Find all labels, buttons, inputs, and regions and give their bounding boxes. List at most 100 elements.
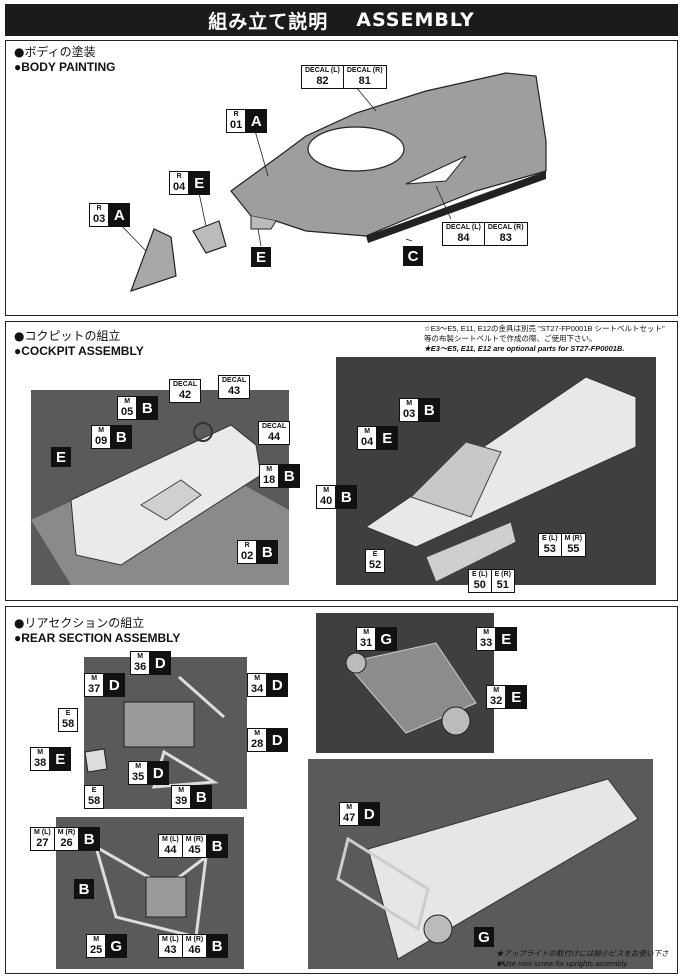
body-drawing xyxy=(116,72,547,292)
tag-num: 04 xyxy=(173,181,186,193)
tag-letter: D xyxy=(267,729,288,751)
tag-num: 02 xyxy=(241,550,254,562)
tag-num: 28 xyxy=(251,738,264,750)
tag-num: 52 xyxy=(369,559,382,571)
tag-num: 34 xyxy=(251,683,264,695)
box-b-rear: B xyxy=(74,879,94,899)
decal-84: 84 xyxy=(457,232,470,244)
tag-num: 39 xyxy=(175,795,188,807)
tag-e53-m55: E (L)53 M (R)55 xyxy=(538,533,587,557)
body-painting-title: ●ボディの塗装 ●BODY PAINTING xyxy=(14,45,115,75)
tag-letter: D xyxy=(150,652,171,674)
tag-letter: A xyxy=(109,204,130,226)
tag-letter: B xyxy=(207,835,228,857)
cockpit-left-drawing xyxy=(31,422,289,585)
rear-foot-en: ★Use mini screw for uprights assembly. xyxy=(496,959,629,968)
tag-sub: R xyxy=(176,173,182,180)
tag-sub: E xyxy=(91,787,97,794)
tag-num: 43 xyxy=(164,944,177,956)
body-painting-title-en: ●BODY PAINTING xyxy=(14,60,116,74)
cockpit-opening xyxy=(307,126,405,172)
box-e-cockpit: E xyxy=(51,447,71,467)
tag-num: 46 xyxy=(188,944,201,956)
gearbox-drawing xyxy=(123,675,225,789)
tag-sub: M xyxy=(254,675,261,682)
tag-e50-51: E (L)50 E (R)51 xyxy=(468,569,515,593)
tag-sub: M xyxy=(124,398,131,405)
body-painting-section: ●ボディの塗装 ●BODY PAINTING DECAL (L)82 DECAL… xyxy=(5,40,678,316)
suspension-drawing xyxy=(93,843,208,939)
tag-sub: M xyxy=(91,675,98,682)
tag-num: 44 xyxy=(164,844,177,856)
tag-num: 05 xyxy=(121,406,134,418)
tag-letter: B xyxy=(336,486,357,508)
decal-83: 83 xyxy=(499,232,512,244)
tag-num: 43 xyxy=(227,385,241,397)
tag-sub: M (R) xyxy=(57,829,76,836)
tag-num: 38 xyxy=(34,757,47,769)
tag-num: 58 xyxy=(88,795,101,807)
tag-num: 18 xyxy=(263,474,276,486)
tag-sub: M xyxy=(266,466,273,473)
tag-sub: M xyxy=(37,749,44,756)
tag-sub: M xyxy=(346,804,353,811)
tag-num: 45 xyxy=(188,844,201,856)
tag-sub: M (R) xyxy=(564,535,583,542)
tag-letter: E xyxy=(50,748,71,770)
tag-letter: B xyxy=(279,465,300,487)
side-intake xyxy=(405,155,467,185)
tag-letter: B xyxy=(419,399,440,421)
cockpit-section: ●コクピットの組立 ●COCKPIT ASSEMBLY ☆E3～E5, E11,… xyxy=(5,321,678,601)
tag-letter: E xyxy=(377,427,398,449)
tag-sub: E xyxy=(372,551,378,558)
box-c: C xyxy=(403,246,423,266)
tag-num: 36 xyxy=(134,661,147,673)
tag-sub: M xyxy=(364,428,371,435)
tag-sub: M (L) xyxy=(34,829,51,836)
tag-sub: DECAL xyxy=(222,377,247,384)
tag-m43-46-b: M (L)43 M (R)46 B xyxy=(158,934,229,958)
tag-letter: A xyxy=(246,110,267,132)
tag-sub: M xyxy=(483,629,490,636)
tag-m27-26-b: M (L)27 M (R)26 B xyxy=(30,827,101,851)
tag-sub: M xyxy=(323,487,330,494)
tag-sub: DECAL xyxy=(262,423,287,430)
tag-letter: D xyxy=(267,674,288,696)
cockpit-title-en: ●COCKPIT ASSEMBLY xyxy=(14,344,144,358)
tag-num: 04 xyxy=(361,436,374,448)
header-title-en: ASSEMBLY xyxy=(356,9,475,31)
tag-decal-82-81: DECAL (L)82 DECAL (R)81 xyxy=(301,65,387,89)
tag-sub: M (R) xyxy=(185,836,204,843)
rear-title: ●リアセクションの組立 ●REAR SECTION ASSEMBLY xyxy=(14,616,180,646)
tag-letter: E xyxy=(189,172,210,194)
tag-letter: B xyxy=(111,426,132,448)
tag-sub: M xyxy=(406,400,413,407)
tag-sub: E (L) xyxy=(542,535,558,542)
rear-foot-jp: ★アップライトの取付けには極小ビスをお使い下さい。 xyxy=(496,949,669,968)
tag-num: 27 xyxy=(36,837,49,849)
tag-num: 32 xyxy=(490,695,503,707)
cockpit-photo-left xyxy=(31,390,289,585)
rear-title-jp: ●リアセクションの組立 xyxy=(14,616,145,630)
uprights-drawing xyxy=(345,642,477,736)
box-g-rear: G xyxy=(474,927,494,947)
tag-sub: M (R) xyxy=(185,936,204,943)
tag-sub: M (L) xyxy=(162,936,179,943)
tag-letter: B xyxy=(137,397,158,419)
tag-sub: M xyxy=(135,763,142,770)
